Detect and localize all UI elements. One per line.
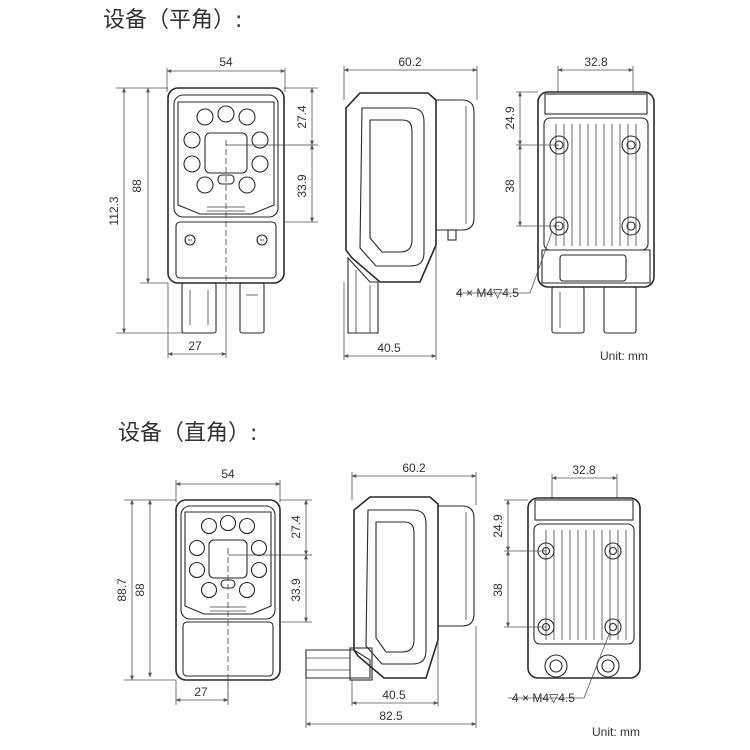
hole-note-right-angle: 4 × M4▽4.5 <box>512 691 575 705</box>
dim-upper-offset-flat: 27.4 <box>295 105 309 129</box>
front-view-flat: 54 112.3 88 <box>107 55 318 358</box>
unit-label-flat: Unit: mm <box>600 349 648 363</box>
dim-back-width-right-angle: 32.8 <box>572 463 596 477</box>
dim-back-hole-spacing-flat: 38 <box>503 179 517 193</box>
dim-connector-offset-right-angle: 27 <box>194 685 208 699</box>
section-title-right-angle: 设备（直角）: <box>118 421 257 446</box>
dim-connector-offset-flat: 27 <box>188 339 202 353</box>
dim-back-width-flat: 32.8 <box>584 55 608 69</box>
dim-body-height-right-angle: 88 <box>133 583 147 597</box>
dim-side-total-right-angle: 82.5 <box>379 709 403 723</box>
dim-upper-offset-right-angle: 27.4 <box>289 515 303 539</box>
side-view-flat: 60.2 40.5 <box>343 55 478 360</box>
dim-side-depth-right-angle: 60.2 <box>402 461 426 475</box>
back-view-flat: 32.8 24.9 38 4 × M4▽4.5 Unit: mm <box>456 55 655 363</box>
dim-back-top-right-angle: 24.9 <box>491 514 505 538</box>
dim-overall-height-flat: 112.3 <box>107 196 121 225</box>
front-view-right-angle: 54 88.7 88 27.4 33.9 27 <box>115 467 312 705</box>
dim-front-width-flat: 54 <box>219 55 233 69</box>
dim-body-height-flat: 88 <box>130 179 144 193</box>
back-view-right-angle: 32.8 24.9 38 4 × M4▽4.5 Unit: mm <box>491 463 641 739</box>
dim-center-offset-right-angle: 33.9 <box>289 578 303 602</box>
dim-front-width-right-angle: 54 <box>221 467 235 481</box>
hole-note-flat: 4 × M4▽4.5 <box>456 286 519 300</box>
dim-side-base-flat: 40.5 <box>377 341 401 355</box>
dim-overall-height-right-angle: 88.7 <box>115 578 129 602</box>
unit-label-right-angle: Unit: mm <box>592 725 640 739</box>
side-view-right-angle: 60.2 40.5 82.5 <box>305 461 477 728</box>
dim-center-offset-flat: 33.9 <box>295 174 309 198</box>
dim-back-hole-spacing-right-angle: 38 <box>491 583 505 597</box>
section-title-flat: 设备（平角）: <box>103 8 242 33</box>
dim-side-base-right-angle: 40.5 <box>382 688 406 702</box>
dim-side-depth-flat: 60.2 <box>398 55 422 69</box>
dim-back-top-flat: 24.9 <box>503 106 517 130</box>
